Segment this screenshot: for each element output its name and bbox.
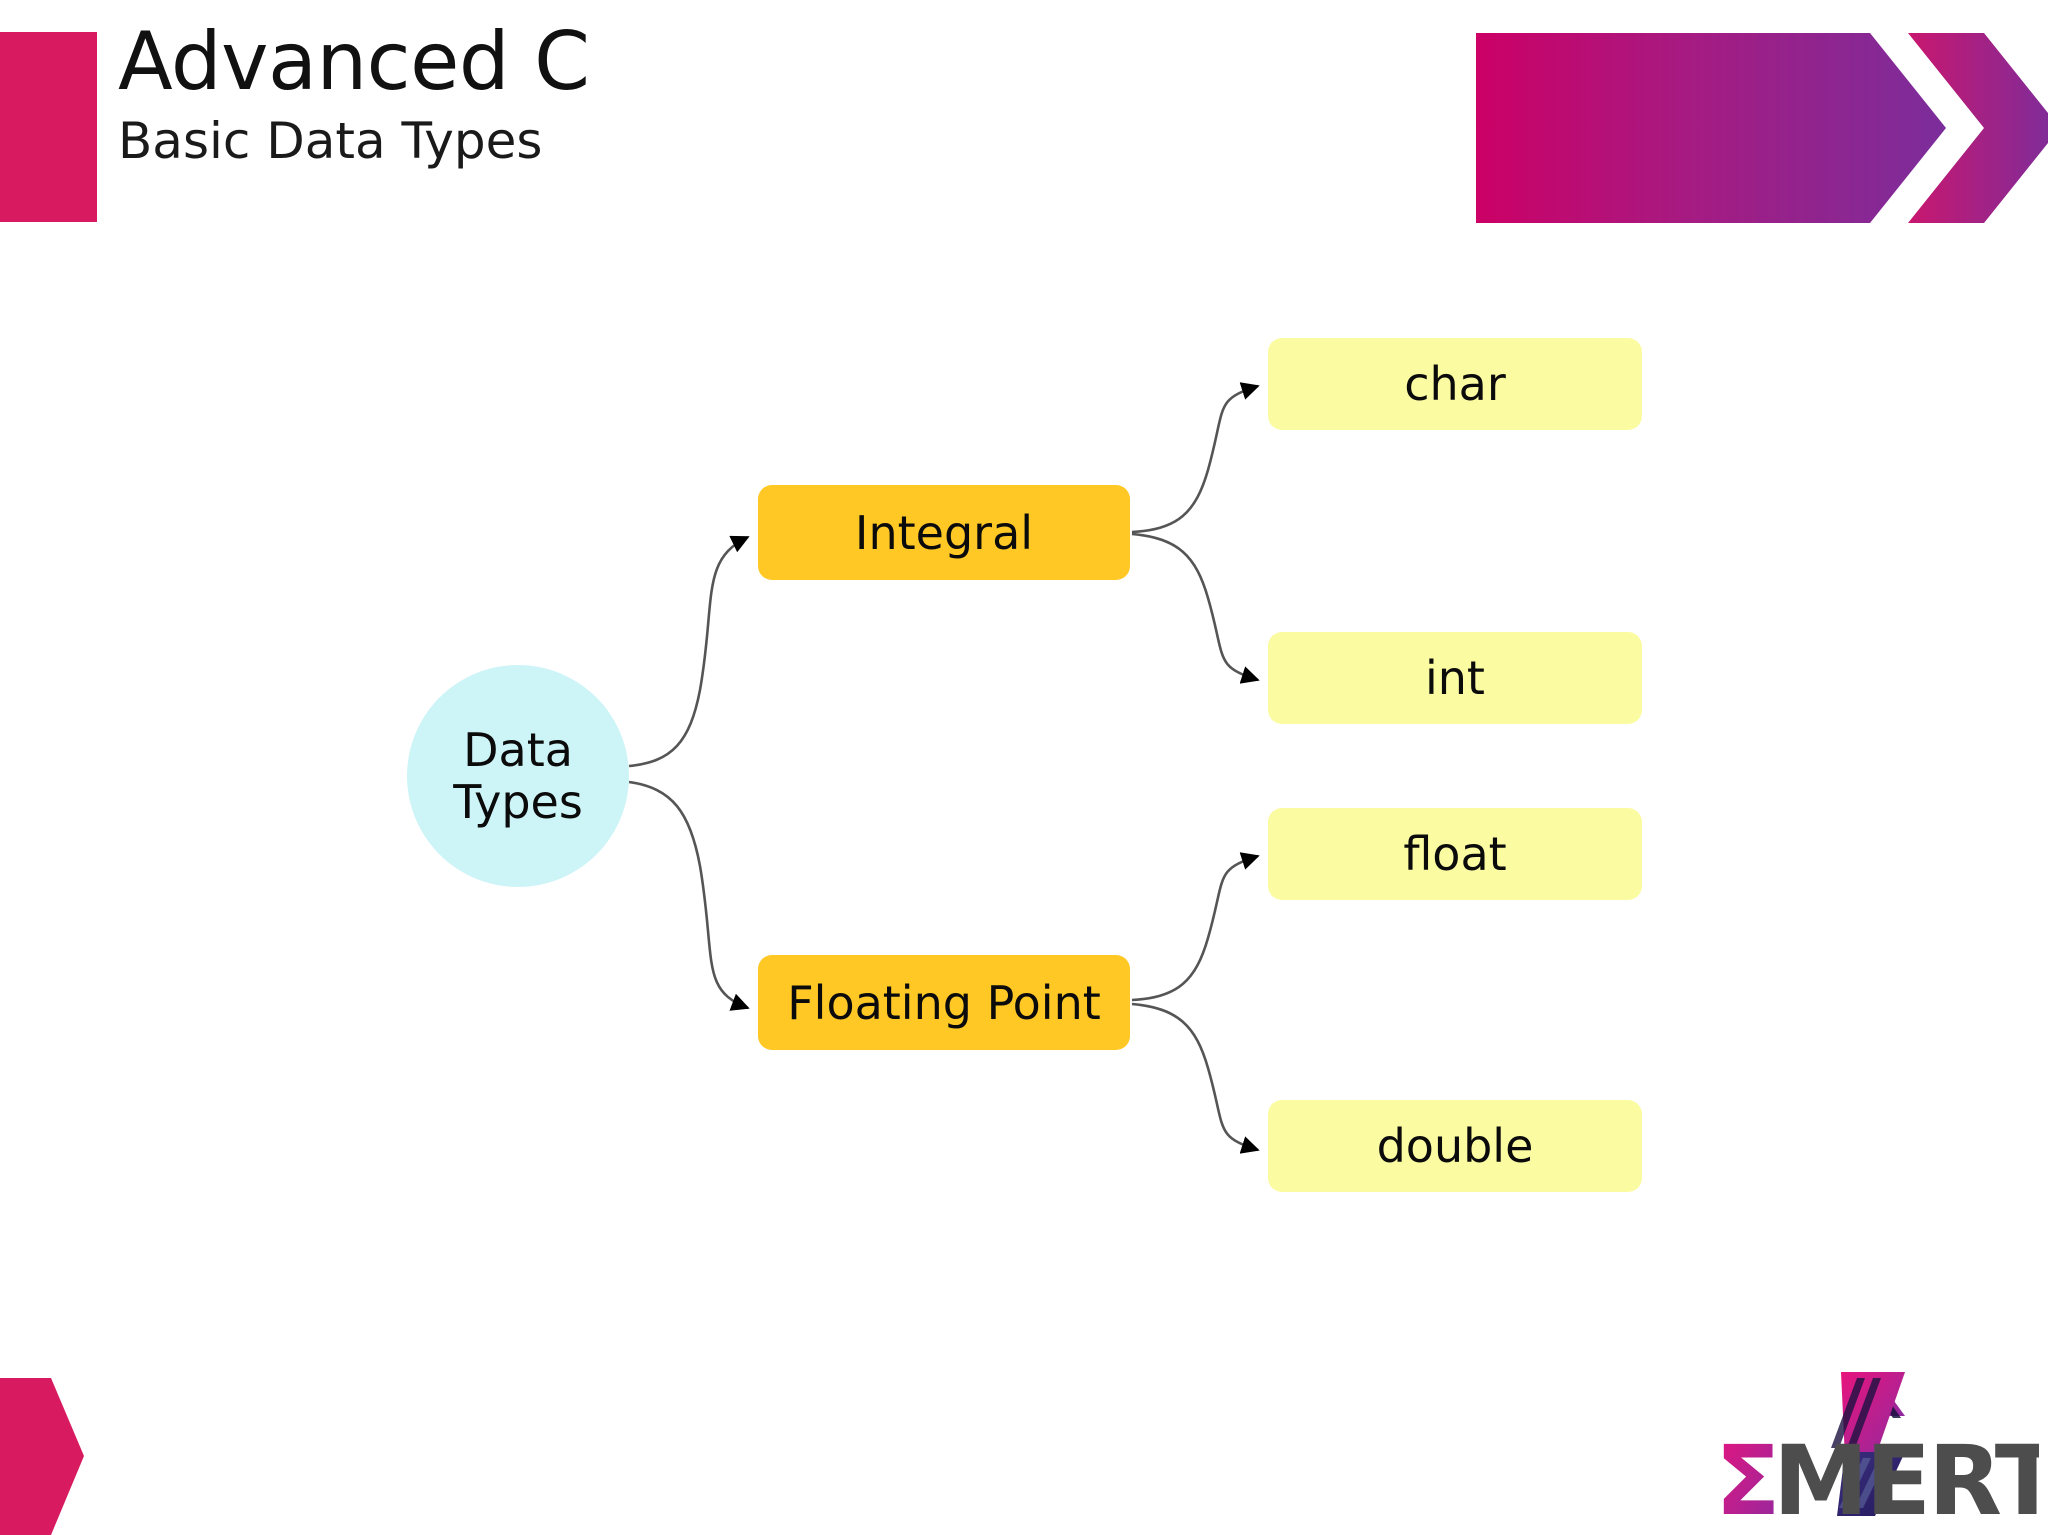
node-char[interactable]: char (1268, 338, 1642, 430)
node-data-types-line2: Types (453, 775, 583, 829)
emertxe-logo: Σ MERTXE (1715, 1372, 2039, 1528)
node-integral-label: Integral (854, 505, 1034, 560)
logo-chevron-icon (1831, 1372, 1905, 1516)
node-double-label: double (1376, 1119, 1534, 1173)
logo-wordmark: MERTXE (1773, 1425, 2039, 1528)
node-floating-point-label: Floating Point (787, 975, 1101, 1030)
node-integral[interactable]: Integral (758, 485, 1130, 580)
footer-accent-chevron (0, 1378, 84, 1535)
node-float[interactable]: float (1268, 808, 1642, 900)
node-double[interactable]: double (1268, 1100, 1642, 1192)
node-int[interactable]: int (1268, 632, 1642, 724)
header-accent-bar (0, 32, 97, 222)
node-char-label: char (1404, 357, 1506, 411)
header-banner-graphic (1476, 33, 2048, 223)
node-int-label: int (1425, 651, 1485, 705)
logo-sigma-letter: Σ (1715, 1425, 1781, 1528)
node-floating-point[interactable]: Floating Point (758, 955, 1130, 1050)
node-data-types-line1: Data (463, 722, 573, 777)
page-subtitle: Basic Data Types (118, 112, 543, 170)
page-title: Advanced C (118, 15, 590, 108)
node-data-types[interactable]: Data Types (407, 665, 629, 887)
title-block: Advanced C Basic Data Types (118, 15, 1418, 170)
node-float-label: float (1403, 827, 1507, 881)
